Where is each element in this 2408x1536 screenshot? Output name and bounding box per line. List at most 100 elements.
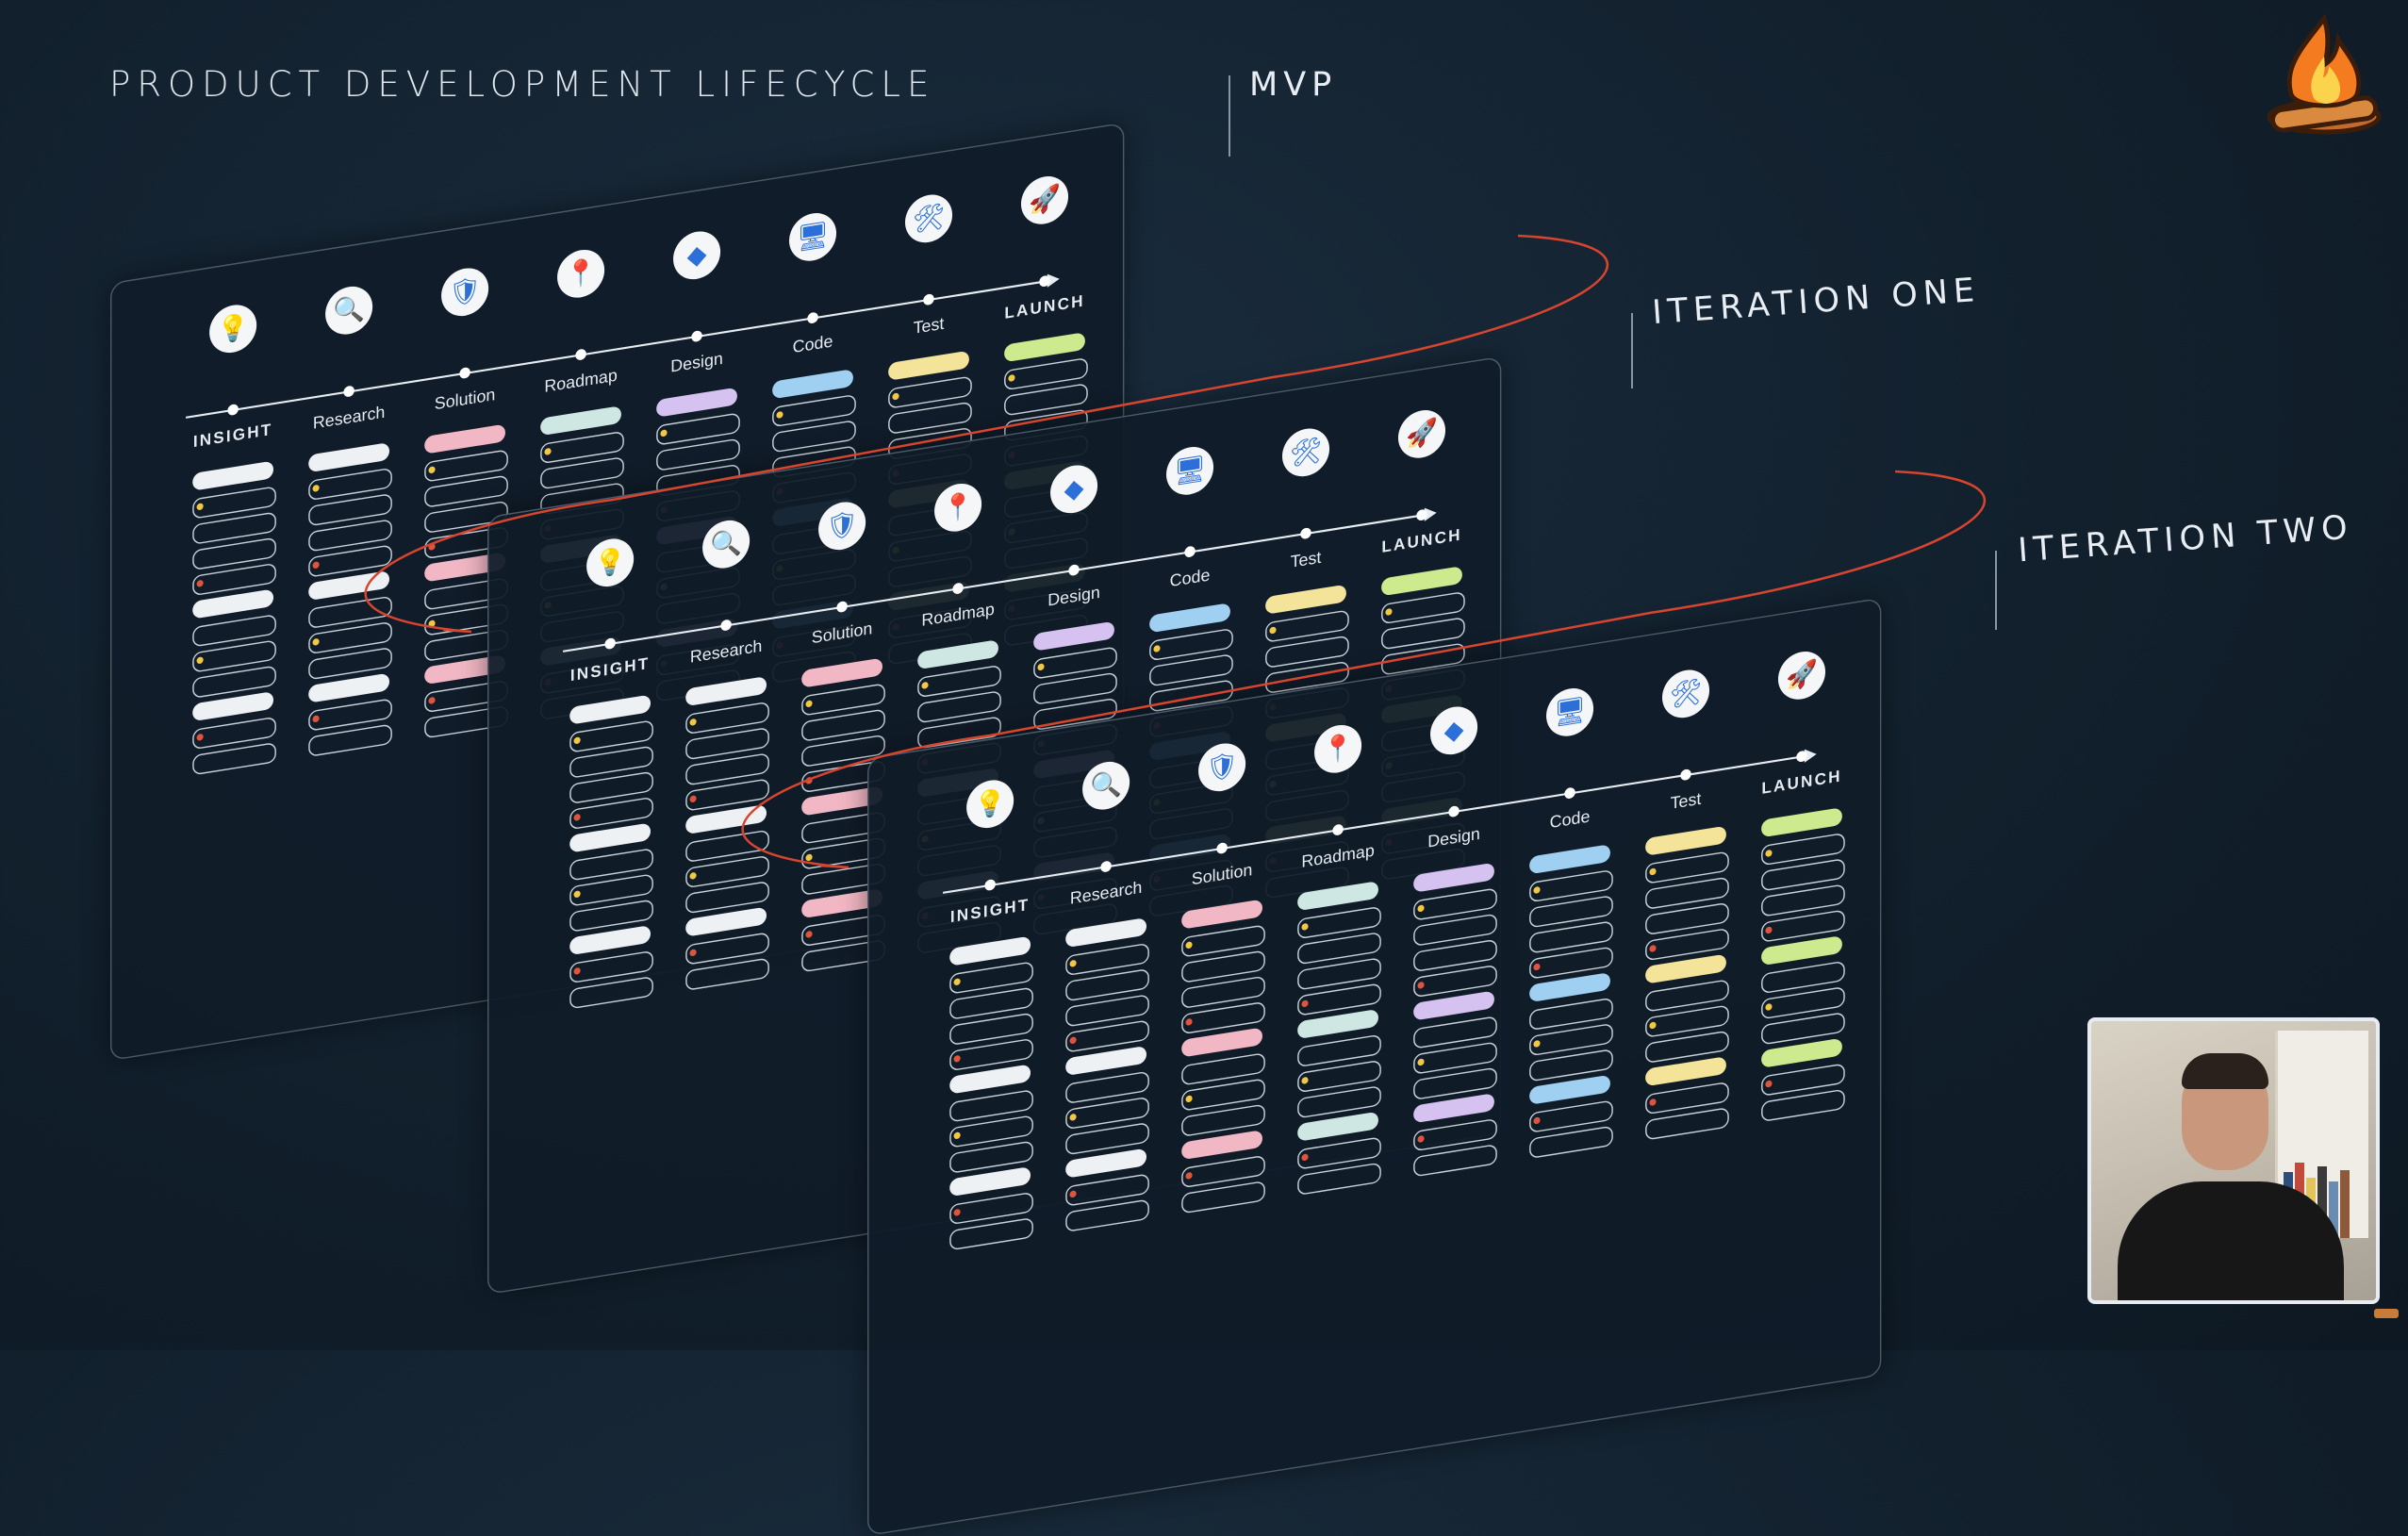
presenter-hair bbox=[2182, 1053, 2268, 1089]
progress-indicator bbox=[2374, 1309, 2399, 1318]
shapes-icon: ◆ bbox=[1430, 702, 1478, 758]
iteration-one-marker-line bbox=[1631, 313, 1633, 388]
task-pill bbox=[1004, 332, 1085, 363]
step-label: Code bbox=[1169, 565, 1211, 591]
task-pill bbox=[685, 676, 767, 707]
task-pill bbox=[888, 350, 969, 381]
task-pill bbox=[1381, 566, 1462, 597]
step-label: Roadmap bbox=[921, 599, 995, 631]
rocket-icon: 🚀 bbox=[1397, 406, 1446, 462]
magnifier-icon: 🔍 bbox=[325, 283, 373, 339]
timeline-node bbox=[807, 311, 818, 324]
step-label: Design bbox=[670, 349, 723, 376]
timeline-node bbox=[1068, 564, 1080, 577]
monitor-code-icon: 🖥 bbox=[789, 209, 837, 265]
shield-check-icon: 🛡 bbox=[1198, 739, 1246, 795]
page-title: PRODUCT DEVELOPMENT LIFECYCLE bbox=[109, 64, 936, 105]
step-label: Solution bbox=[434, 385, 496, 414]
timeline-node bbox=[1300, 527, 1311, 540]
timeline-node bbox=[1216, 841, 1228, 855]
step-label: INSIGHT bbox=[949, 895, 1031, 927]
task-pill bbox=[1265, 584, 1346, 615]
monitor-code-icon: 🖥 bbox=[1166, 443, 1214, 499]
timeline-node bbox=[720, 619, 732, 632]
timeline-node bbox=[1100, 860, 1112, 873]
timeline-node bbox=[691, 330, 702, 343]
rocket-icon: 🚀 bbox=[1777, 648, 1826, 703]
map-pin-icon: 📍 bbox=[934, 480, 982, 536]
lightbulb-icon: 💡 bbox=[586, 535, 635, 590]
task-pill bbox=[308, 442, 390, 473]
step-label: Design bbox=[1427, 824, 1480, 851]
timeline-node bbox=[984, 878, 996, 892]
step-label: Test bbox=[913, 313, 945, 339]
step-solution: 🛡 Solution bbox=[404, 219, 526, 739]
magnifier-icon: 🔍 bbox=[702, 517, 750, 572]
task-pill bbox=[424, 423, 505, 454]
task-pill bbox=[801, 657, 882, 688]
task-pill bbox=[569, 694, 651, 725]
task-pill bbox=[1529, 844, 1610, 875]
step-label: INSIGHT bbox=[569, 653, 651, 685]
shapes-icon: ◆ bbox=[673, 227, 721, 283]
task-pill bbox=[540, 405, 621, 437]
step-design: ◆ Design bbox=[636, 182, 758, 702]
step-label: Research bbox=[1069, 877, 1143, 909]
step-label: Research bbox=[689, 636, 763, 668]
map-pin-icon: 📍 bbox=[557, 246, 605, 302]
presenter-webcam-overlay bbox=[2087, 1017, 2380, 1304]
step-test: 🛠Test bbox=[1625, 620, 1747, 1141]
step-label: Roadmap bbox=[1301, 840, 1375, 872]
task-pill bbox=[917, 639, 998, 670]
timeline-node bbox=[923, 293, 934, 306]
timeline-node bbox=[1184, 545, 1196, 558]
stage-label-iteration-two: ITERATION TWO bbox=[2017, 508, 2355, 570]
timeline-node bbox=[343, 385, 355, 398]
step-label: Research bbox=[312, 402, 386, 434]
task-pill bbox=[1761, 807, 1842, 838]
campfire-logo bbox=[2267, 13, 2382, 135]
step-label: Design bbox=[1047, 583, 1100, 610]
step-label: Test bbox=[1670, 788, 1702, 814]
task-pill bbox=[1297, 881, 1378, 912]
step-label: Test bbox=[1290, 547, 1322, 572]
presenter-body bbox=[2118, 1181, 2344, 1300]
rocket-icon: 🚀 bbox=[1020, 173, 1069, 228]
timeline-node bbox=[604, 636, 616, 651]
step-roadmap: 📍 Roadmap bbox=[520, 200, 642, 720]
step-launch: 🚀 LAUNCH bbox=[1361, 360, 1483, 882]
timeline-node bbox=[459, 366, 470, 380]
step-test: 🛠 Test bbox=[1245, 379, 1367, 900]
task-pill bbox=[949, 935, 1031, 966]
task-pill bbox=[192, 460, 274, 491]
step-research: 🔍 Research bbox=[289, 237, 410, 757]
task-pill bbox=[772, 369, 853, 400]
stage-label-mvp: MVP bbox=[1249, 66, 1338, 104]
shapes-icon: ◆ bbox=[1050, 461, 1098, 517]
iteration-two-marker-line bbox=[1995, 551, 1997, 630]
hammer-wrench-icon: 🛠 bbox=[904, 190, 953, 246]
task-pill bbox=[1645, 825, 1726, 856]
step-code: 🖥 Code bbox=[1130, 397, 1251, 918]
step-label: Code bbox=[792, 331, 833, 357]
timeline-node bbox=[227, 403, 239, 417]
task-pill bbox=[1181, 899, 1262, 930]
shield-check-icon: 🛡 bbox=[818, 498, 866, 553]
task-pill bbox=[1065, 917, 1147, 949]
map-pin-icon: 📍 bbox=[1314, 721, 1362, 777]
shield-check-icon: 🛡 bbox=[441, 264, 489, 320]
step-code: 🖥 Code bbox=[752, 163, 874, 685]
step-label: LAUNCH bbox=[1381, 525, 1462, 557]
step-insight: 💡INSIGHT bbox=[173, 256, 294, 776]
hammer-wrench-icon: 🛠 bbox=[1281, 424, 1330, 480]
step-label: Code bbox=[1549, 806, 1591, 833]
step-launch: 🚀LAUNCH bbox=[984, 126, 1106, 648]
timeline-node bbox=[1564, 786, 1575, 800]
mvp-marker-line bbox=[1229, 75, 1230, 157]
stage-label-iteration-one: ITERATION ONE bbox=[1651, 271, 1982, 333]
monitor-code-icon: 🖥 bbox=[1546, 685, 1594, 740]
lightbulb-icon: 💡 bbox=[966, 776, 1014, 832]
step-label: Solution bbox=[811, 619, 873, 648]
step-label: Roadmap bbox=[544, 365, 618, 397]
timeline-node bbox=[952, 582, 964, 595]
